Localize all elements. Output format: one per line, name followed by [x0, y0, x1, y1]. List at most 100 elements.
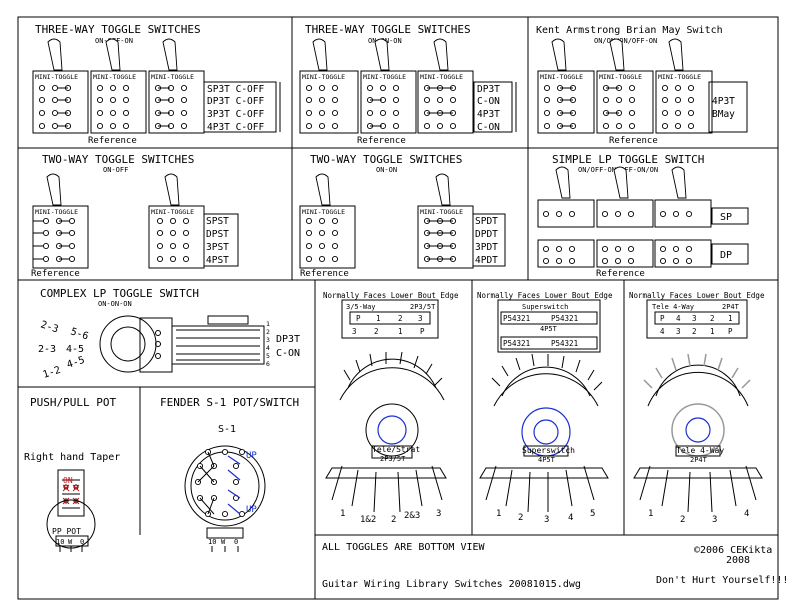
pin-label: P [420, 327, 425, 336]
on-label: ON [63, 476, 73, 485]
pin-row: P54321 [503, 314, 530, 323]
pin-label: 3 [266, 336, 270, 344]
type-label: 4PDT [475, 255, 498, 266]
type-label: SP3T C-OFF [207, 84, 264, 95]
switch-name: Tele/Strat [372, 445, 420, 454]
mini-toggle-label: MINI-TOGGLE [540, 73, 583, 81]
pin-label: 4 [660, 327, 665, 336]
reference-label: Reference [300, 269, 349, 279]
reference-label: Reference [596, 269, 645, 279]
pin-label: P [728, 327, 733, 336]
type-label: SPDT [475, 216, 498, 227]
up-label: UP [246, 505, 257, 515]
toggle-levers [47, 38, 178, 71]
complex-lp-toggle-panel: COMPLEX LP TOGGLE SWITCH ON-ON-ON 2-3 5-… [38, 287, 300, 381]
type-label: C-ON [477, 122, 500, 133]
pin-label: 1 [728, 314, 733, 323]
switch-label: Superswitch [522, 303, 568, 311]
panel-title: TWO-WAY TOGGLE SWITCHES [42, 153, 194, 166]
three-way-on-on-on-panel: THREE-WAY TOGGLE SWITCHES ON-ON-ON MINI-… [299, 23, 517, 146]
orientation-note: Normally Faces Lower Bout Edge [323, 291, 459, 300]
switch-type-labels: SP3T C-OFF DP3T C-OFF 3P3T C-OFF 4P3T C-… [203, 81, 281, 133]
mini-toggle-label: MINI-TOGGLE [420, 208, 463, 216]
simple-lp-toggle-panel: SIMPLE LP TOGGLE SWITCH ON/OFF-ON/OFF-ON… [537, 153, 749, 279]
mini-toggle-label: MINI-TOGGLE [302, 208, 345, 216]
type-label: DP [720, 250, 732, 261]
type-label: 3PDT [475, 242, 498, 253]
pin-label: 10 [56, 538, 64, 546]
pin-row: P54321 [551, 314, 578, 323]
position-label: 2 [391, 515, 396, 525]
position-label: 1 [648, 509, 653, 519]
position-label: 1 [496, 509, 501, 519]
type-label: DPDT [475, 229, 498, 240]
type-label: SP [720, 212, 732, 223]
panel-title: SIMPLE LP TOGGLE SWITCH [552, 153, 704, 166]
two-way-on-off-panel: TWO-WAY TOGGLE SWITCHES ON-OFF MINI-TOGG… [31, 153, 239, 279]
panel-title: Kent Armstrong Brian May Switch [536, 25, 723, 36]
type-label: DP3T [276, 334, 300, 345]
switch-name: Superswitch [522, 446, 575, 455]
orientation-note: Normally Faces Lower Bout Edge [629, 291, 765, 300]
panel-subtitle: ON/ON/ON/OFF-ON [594, 37, 657, 45]
superswitch-panel: Normally Faces Lower Bout Edge Superswit… [477, 291, 613, 525]
position-label: 5-6 [69, 326, 90, 342]
pin-label: 0 [80, 538, 84, 546]
switch-label: 2P4T [722, 303, 740, 311]
strat-switch-panel: Normally Faces Lower Bout Edge 3/5-Way 2… [323, 291, 459, 525]
type-label: 4P3T [712, 96, 735, 107]
reference-label: Reference [88, 136, 137, 146]
switch-name: Tele 4-Way [676, 446, 724, 455]
pin-label: 1 [710, 327, 715, 336]
warning-text: Don't Hurt Yourself!!! [656, 575, 788, 586]
pin-row: P54321 [551, 339, 578, 348]
title-block: ALL TOGGLES ARE BOTTOM VIEW ©2006 CEKikt… [322, 542, 788, 590]
switch-label: 4P5T [540, 325, 558, 333]
switch-name: 4P5T [538, 456, 556, 464]
copyright-year: 2008 [726, 555, 750, 566]
frame [17, 16, 779, 600]
mini-toggle-bodies: MINI-TOGGLE MINI-TOGGLE MINI-TOGGLE [32, 70, 205, 134]
type-label: 4PST [206, 255, 229, 266]
pin-row: P54321 [503, 339, 530, 348]
pin-label: 3 [692, 314, 697, 323]
position-label: 1-2 [42, 365, 63, 381]
tele-4-way-panel: Normally Faces Lower Bout Edge Tele 4-Wa… [629, 291, 765, 525]
brian-may-switch-panel: Kent Armstrong Brian May Switch ON/ON/ON… [536, 25, 748, 146]
taper-label: Right hand Taper [24, 452, 120, 463]
type-label: 4P3T [477, 109, 500, 120]
position-label: 3 [712, 515, 717, 525]
pin-label: W [68, 538, 73, 546]
pin-label: 10 [208, 538, 216, 546]
position-label: 2&3 [404, 511, 420, 521]
orientation-note: Normally Faces Lower Bout Edge [477, 291, 613, 300]
mini-toggle-label: MINI-TOGGLE [363, 73, 406, 81]
position-label: 1&2 [360, 515, 376, 525]
mini-toggle-label: MINI-TOGGLE [35, 208, 78, 216]
pin-label: 1 [376, 314, 381, 323]
fender-s1-panel: FENDER S-1 POT/SWITCH S-1 UP UP 10 W 0 [160, 396, 299, 552]
reference-label: Reference [609, 136, 658, 146]
pin-label: 1 [398, 327, 403, 336]
pin-label: 2 [398, 314, 403, 323]
pin-label: 2 [374, 327, 379, 336]
push-pull-pot-panel: PUSH/PULL POT Right hand Taper ON PP POT… [24, 396, 120, 552]
pin-label: 3 [676, 327, 681, 336]
bottom-view-note: ALL TOGGLES ARE BOTTOM VIEW [322, 542, 486, 553]
mini-toggle-label: MINI-TOGGLE [151, 208, 194, 216]
position-label: 4 [568, 513, 573, 523]
mini-toggle-label: MINI-TOGGLE [93, 73, 136, 81]
pin-label: 3 [418, 314, 423, 323]
switch-label: 2P3/5T [410, 303, 436, 311]
type-label: SPST [206, 216, 229, 227]
switch-name: 2P4T [690, 456, 708, 464]
mini-toggle-label: MINI-TOGGLE [599, 73, 642, 81]
pin-label: 2 [266, 328, 270, 336]
mini-toggle-label: MINI-TOGGLE [420, 73, 463, 81]
position-label: 5 [590, 509, 595, 519]
type-label: 4P3T C-OFF [207, 122, 264, 133]
mini-toggle-label: MINI-TOGGLE [35, 73, 78, 81]
pin-label: 2 [692, 327, 697, 336]
type-label: DP3T [477, 84, 500, 95]
